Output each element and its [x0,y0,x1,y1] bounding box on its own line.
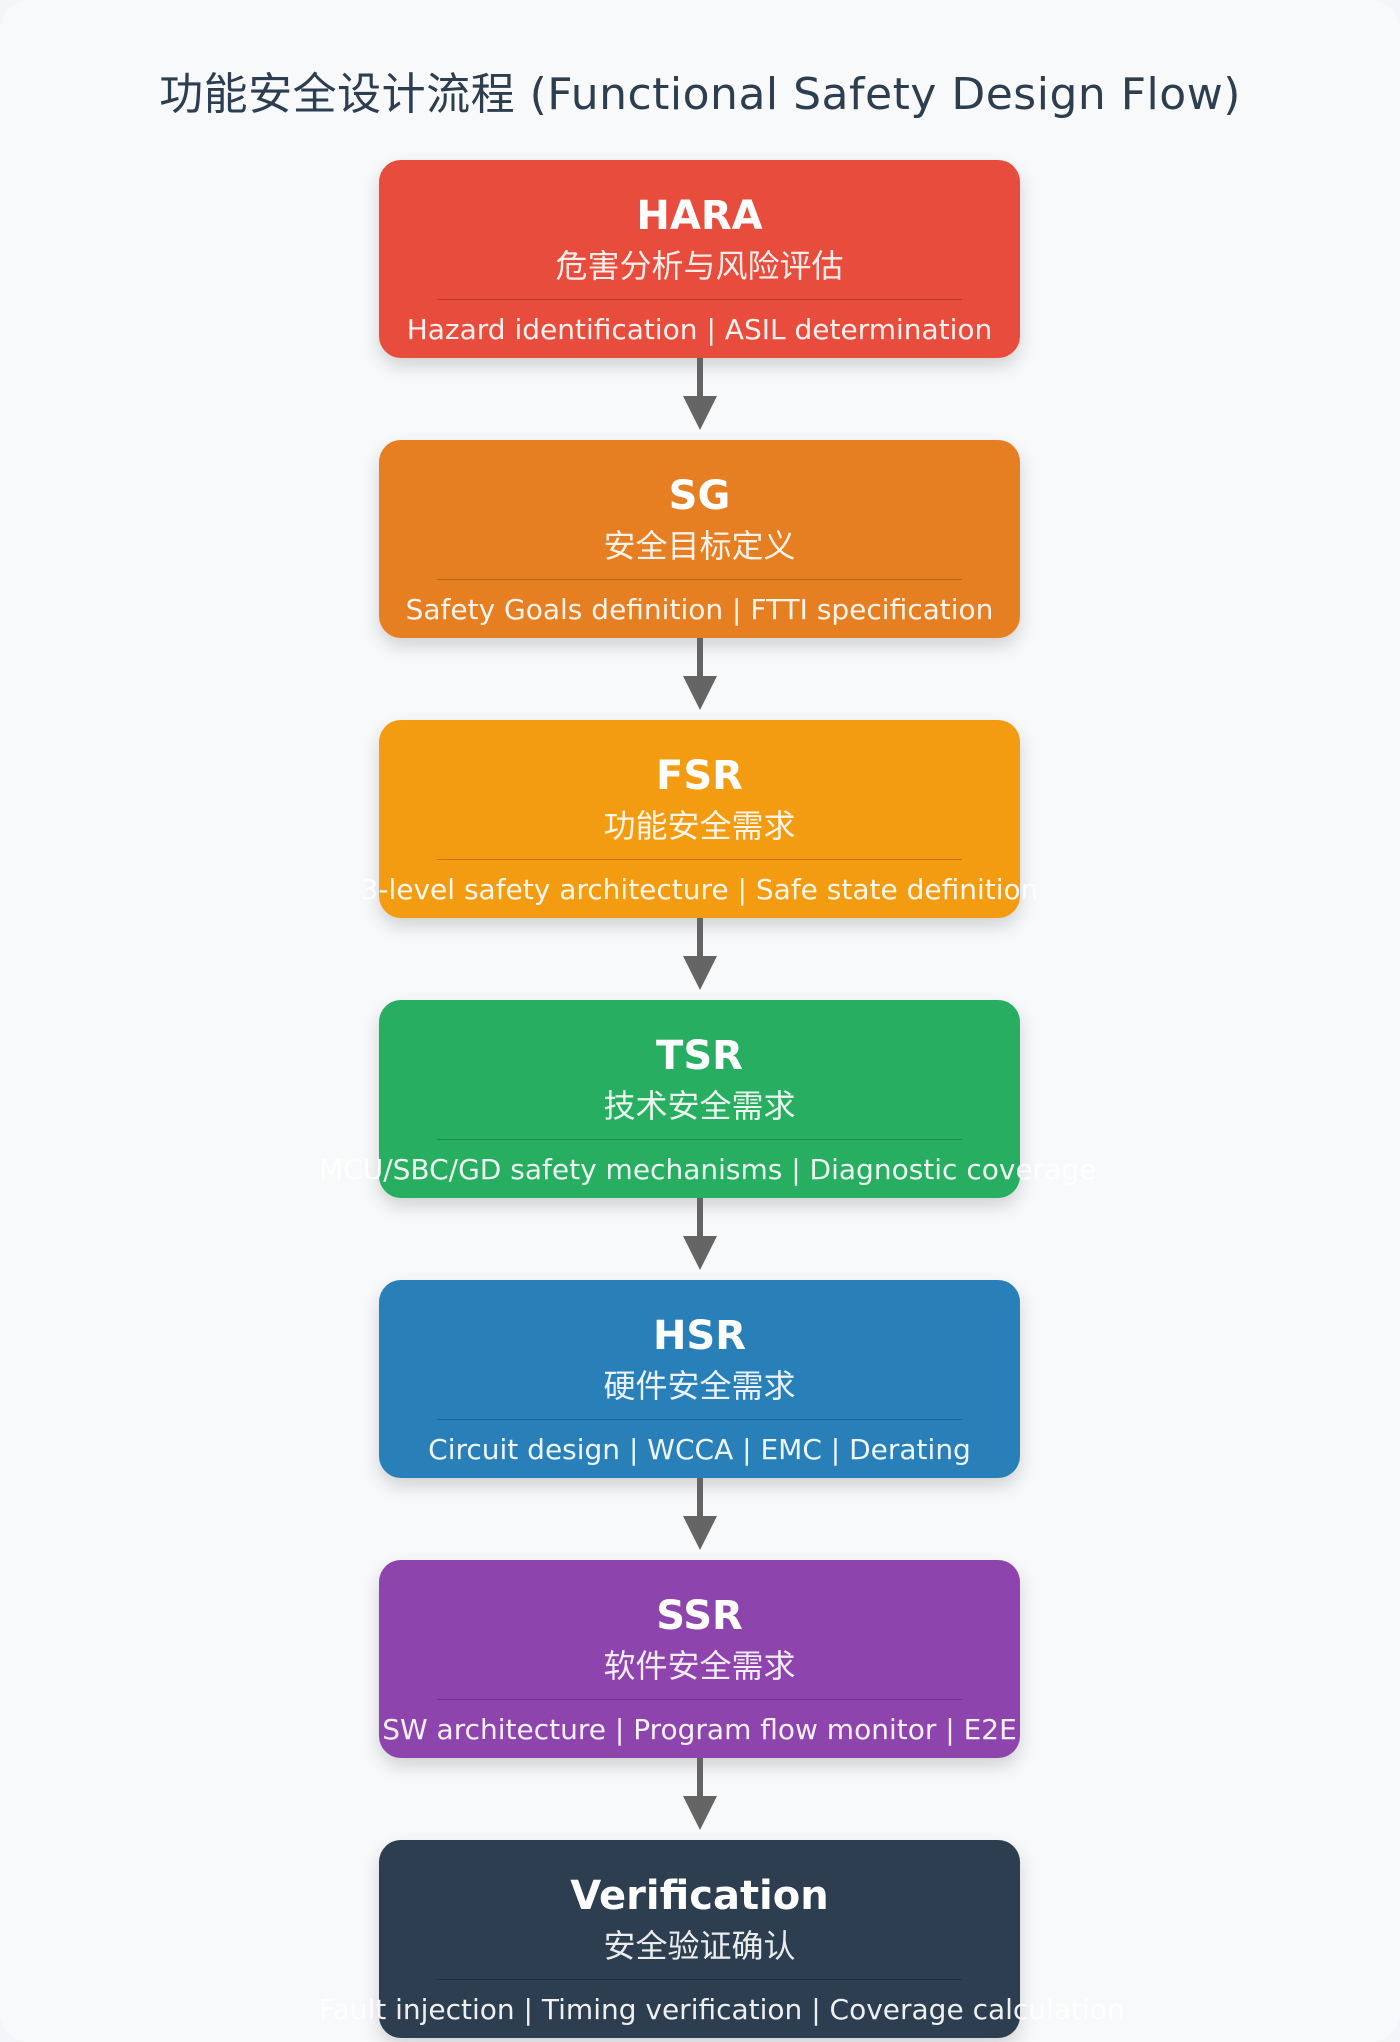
step-description: Fault injection | Timing verification | … [319,1993,1125,2026]
arrow-head [683,1516,717,1550]
flow-arrow [683,638,717,720]
step-title: FSR [656,753,743,799]
arrow-shaft [697,918,703,958]
step-subtitle: 安全目标定义 [603,527,796,565]
step-divider [437,1979,962,1980]
step-box-hara: HARA 危害分析与风险评估 Hazard identification | A… [379,160,1020,358]
arrow-shaft [697,1478,703,1518]
step-title: Verification [570,1873,829,1919]
step-subtitle: 安全验证确认 [603,1927,796,1965]
step-divider [437,1419,962,1420]
step-subtitle: 软件安全需求 [603,1647,796,1685]
arrow-shaft [697,1758,703,1798]
step-box-ssr: SSR 软件安全需求 SW architecture | Program flo… [379,1560,1020,1758]
step-subtitle: 危害分析与风险评估 [555,247,844,285]
arrow-head [683,1796,717,1830]
step-description: Hazard identification | ASIL determinati… [406,313,993,346]
arrow-shaft [697,1198,703,1238]
step-divider [437,299,962,300]
step-title: HARA [636,193,763,239]
step-subtitle: 技术安全需求 [603,1087,796,1125]
step-title: HSR [652,1313,747,1359]
arrow-shaft [697,358,703,398]
arrow-head [683,676,717,710]
step-description: MCU/SBC/GD safety mechanisms | Diagnosti… [319,1153,1097,1186]
arrow-shaft [697,638,703,678]
step-divider [437,1139,962,1140]
step-description: Circuit design | WCCA | EMC | Derating [428,1433,971,1466]
step-description: Safety Goals definition | FTTI specifica… [405,593,994,626]
step-box-fsr: FSR 功能安全需求 3-level safety architecture |… [361,720,1038,918]
page-title: 功能安全设计流程 (Functional Safety Design Flow) [159,69,1241,120]
step-box-verification: Verification 安全验证确认 Fault injection | Ti… [319,1840,1125,2038]
step-divider [437,1699,962,1700]
step-divider [437,579,962,580]
step-divider [437,859,962,860]
step-box-tsr: TSR 技术安全需求 MCU/SBC/GD safety mechanisms … [319,1000,1096,1198]
step-subtitle: 功能安全需求 [603,807,796,845]
arrow-head [683,396,717,430]
arrow-head [683,956,717,990]
flow-arrow [683,1478,717,1560]
step-title: SSR [656,1593,743,1639]
step-title: SG [668,473,731,519]
step-box-sg: SG 安全目标定义 Safety Goals definition | FTTI… [379,440,1020,638]
step-description: 3-level safety architecture | Safe state… [360,873,1039,906]
flow-arrow [683,918,717,1000]
arrow-head [683,1236,717,1270]
step-description: SW architecture | Program flow monitor |… [382,1713,1017,1746]
step-subtitle: 硬件安全需求 [603,1367,796,1405]
flow-arrow [683,1758,717,1840]
step-box-hsr: HSR 硬件安全需求 Circuit design | WCCA | EMC |… [379,1280,1020,1478]
flow-arrow [683,358,717,440]
step-title: TSR [656,1033,743,1079]
flow-arrow [683,1198,717,1280]
